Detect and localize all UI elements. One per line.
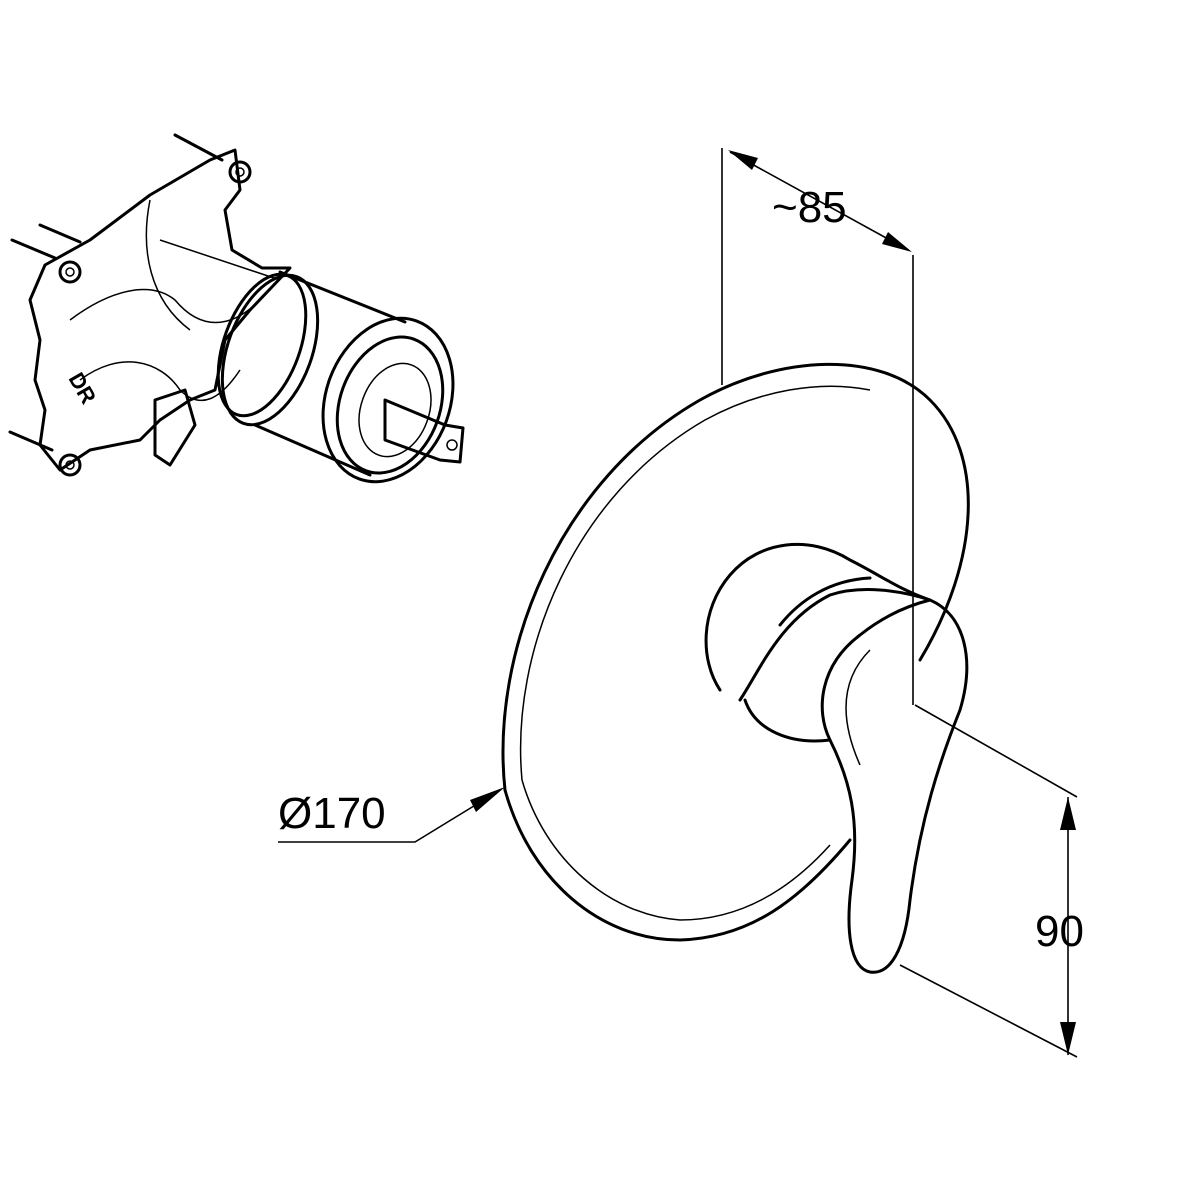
lever-handle (704, 542, 969, 974)
depth-dimension-label: ~85 (772, 183, 847, 232)
concealed-valve-body: DR (8, 133, 465, 484)
height-dimension-label: 90 (1035, 907, 1084, 956)
dimension-depth: ~85 (721, 148, 914, 705)
dimension-diameter: Ø170 (278, 787, 505, 843)
diameter-dimension-label: Ø170 (278, 789, 386, 838)
valve-marking: DR (64, 368, 102, 408)
rosette-plate (501, 362, 970, 942)
dimension-height: 90 (899, 704, 1084, 1058)
